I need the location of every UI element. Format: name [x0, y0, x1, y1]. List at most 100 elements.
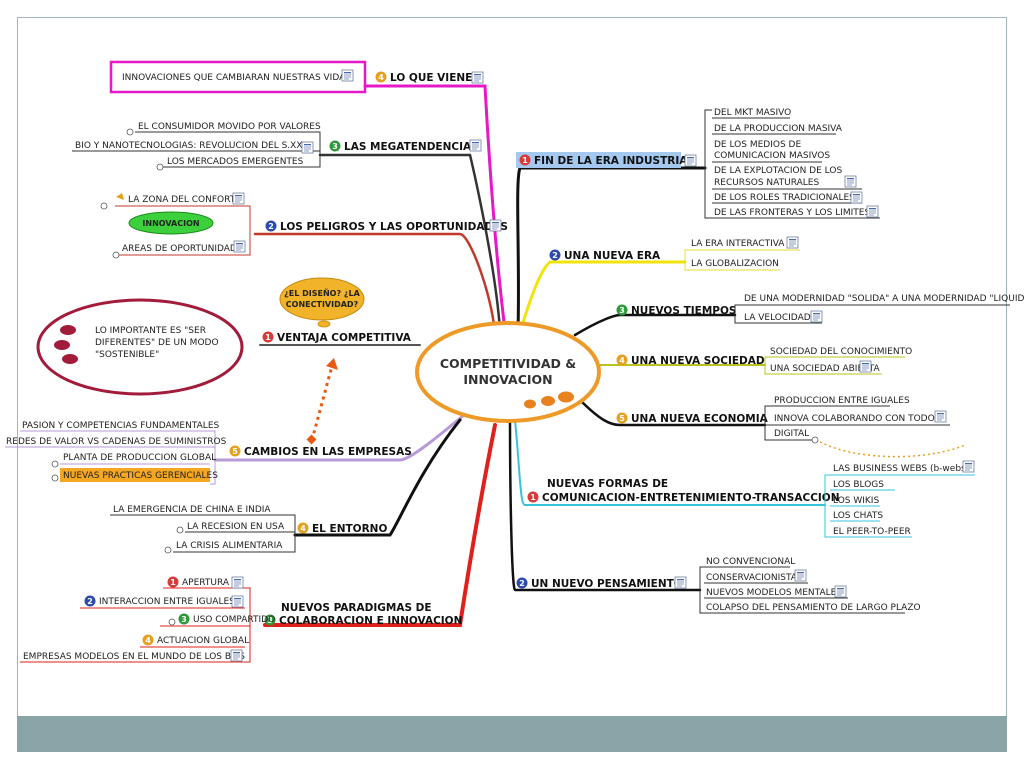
expand-icon[interactable] — [112, 251, 120, 259]
topic-nuevos-tiempos[interactable]: 3 NUEVOS TIEMPOS — [616, 304, 737, 318]
topic-label-line2: COLABORACION E INNOVACION — [279, 615, 462, 627]
note-icon[interactable] — [301, 141, 314, 154]
note-icon[interactable] — [489, 219, 502, 232]
pensamiento-item: COLAPSO DEL PENSAMIENTO DE LARGO PLAZO — [706, 603, 921, 613]
topic-ventaja-competitiva[interactable]: 1 VENTAJA COMPETITIVA — [262, 331, 412, 345]
paradigmas-item: EMPRESAS MODELOS EN EL MUNDO DE LOS BITS — [23, 652, 245, 662]
economia-item: INNOVA COLABORANDO CON TODOS — [774, 414, 941, 424]
topic-nuevas-formas[interactable]: NUEVAS FORMAS DE 1 COMUNICACION-ENTRETEN… — [527, 478, 840, 504]
era-item: LA ERA INTERACTIVA — [691, 239, 785, 249]
note-icon[interactable] — [859, 360, 872, 373]
note-icon[interactable] — [962, 460, 975, 473]
center-title-line2: INNOVACION — [463, 372, 552, 387]
note-icon[interactable] — [230, 649, 243, 662]
topic-nueva-sociedad[interactable]: 4 UNA NUEVA SOCIEDAD — [616, 354, 765, 368]
expand-icon[interactable] — [51, 474, 59, 482]
topic-label: UNA NUEVA ECONOMIA — [631, 413, 769, 425]
expand-icon[interactable] — [156, 163, 164, 171]
note-icon[interactable] — [231, 576, 244, 589]
svg-text:2: 2 — [87, 597, 93, 606]
topic-label: FIN DE LA ERA INDUSTRIAL — [534, 155, 694, 167]
mega-subitems — [72, 131, 321, 168]
arrow-head — [326, 358, 338, 370]
note-icon[interactable] — [231, 595, 244, 608]
topic-label-line2: COMUNICACION-ENTRETENIMIENTO-TRANSACCION — [542, 492, 840, 504]
note-icon[interactable] — [674, 576, 687, 589]
note-icon[interactable] — [834, 585, 847, 598]
topic-label: UN NUEVO PENSAMIENTO — [531, 578, 683, 590]
cambios-item: PLANTA DE PRODUCCION GLOBAL — [63, 453, 216, 463]
note-icon[interactable] — [233, 240, 246, 253]
sociedad-subitems — [764, 356, 905, 375]
topic-nuevos-paradigmas[interactable]: NUEVOS PARADIGMAS DE 3 COLABORACION E IN… — [264, 602, 463, 627]
note-icon[interactable] — [844, 175, 857, 188]
relation-arrow — [310, 365, 334, 441]
formas-item: LOS BLOGS — [833, 480, 884, 490]
note-bubble: LO IMPORTANTE ES "SER DIFERENTES" DE UN … — [36, 298, 244, 396]
svg-text:3: 3 — [332, 142, 338, 151]
note-icon[interactable] — [850, 191, 863, 204]
note-icon[interactable] — [232, 192, 245, 205]
paradigmas-item: ACTUACION GLOBAL — [157, 636, 249, 646]
note-icon[interactable] — [684, 154, 697, 167]
pensamiento-item: CONSERVACIONISTA — [706, 573, 798, 583]
expand-icon[interactable] — [168, 618, 176, 626]
note-icon[interactable] — [810, 310, 823, 323]
highlight — [60, 468, 210, 482]
topic-label: UNA NUEVA SOCIEDAD — [631, 355, 765, 367]
svg-text:4: 4 — [378, 73, 384, 82]
fin-item: RECURSOS NATURALES — [714, 178, 819, 188]
peligros-item: LA ZONA DEL CONFORT — [128, 195, 236, 205]
highlight-box — [109, 60, 367, 94]
topic-label: NUEVOS TIEMPOS — [631, 305, 736, 317]
svg-text:1: 1 — [522, 156, 528, 165]
callout-bubble: ¿EL DISEÑO? ¿LA CONECTIVIDAD? — [279, 277, 365, 328]
economia-item: PRODUCCION ENTRE IGUALES — [774, 396, 910, 406]
fin-item: DE LOS MEDIOS DE — [714, 140, 801, 150]
topic-fin-era-industrial[interactable]: 1 FIN DE LA ERA INDUSTRIAL — [516, 152, 697, 168]
center-topic[interactable]: COMPETITIVIDAD & INNOVACION — [415, 321, 601, 423]
topic-label: CAMBIOS EN LAS EMPRESAS — [244, 446, 412, 458]
sociedad-item: UNA SOCIEDAD ABIERTA — [770, 364, 881, 374]
fin-item: DE LA EXPLOTACION DE LOS — [714, 166, 842, 176]
peligros-item: AREAS DE OPORTUNIDAD — [122, 244, 237, 254]
tiempos-item: DE UNA MODERNIDAD "SOLIDA" A UNA MODERNI… — [744, 294, 1024, 304]
expand-icon[interactable] — [164, 546, 172, 554]
topic-label: VENTAJA COMPETITIVA — [277, 332, 412, 344]
topic-lo-que-viene[interactable]: 4 LO QUE VIENE — [375, 71, 484, 85]
svg-text:4: 4 — [300, 524, 306, 533]
era-item: LA GLOBALIZACION — [691, 259, 779, 269]
topic-el-entorno[interactable]: 4 EL ENTORNO — [297, 522, 388, 536]
note-icon[interactable] — [934, 410, 947, 423]
note-icon[interactable] — [866, 205, 879, 218]
topic-nueva-era[interactable]: 2 UNA NUEVA ERA — [549, 249, 662, 263]
mega-item: EL CONSUMIDOR MOVIDO POR VALORES — [138, 122, 321, 132]
fin-subitems — [704, 109, 880, 219]
note-icon[interactable] — [794, 569, 807, 582]
cambios-item: PASION Y COMPETENCIAS FUNDAMENTALES — [22, 421, 220, 431]
topic-megatendencias[interactable]: 3 LAS MEGATENDENCIAS — [329, 139, 482, 153]
paradigmas-item: USO COMPARTIDO — [193, 615, 275, 625]
fin-item: DE LAS FRONTERAS Y LOS LIMITES — [714, 208, 870, 218]
innovacion-bubble[interactable]: INNOVACION — [128, 211, 214, 235]
expand-icon[interactable] — [126, 128, 134, 136]
topic-peligros-oportunidades[interactable]: 2 LOS PELIGROS Y LAS OPORTUNIDADES — [265, 219, 508, 233]
paradigmas-item: INTERACCION ENTRE IGUALES — [99, 597, 235, 607]
topic-nueva-economia[interactable]: 5 UNA NUEVA ECONOMIA — [616, 412, 769, 426]
svg-text:2: 2 — [552, 251, 558, 260]
topic-cambios-empresas[interactable]: 5 CAMBIOS EN LAS EMPRESAS — [229, 445, 412, 459]
expand-icon[interactable] — [176, 526, 184, 534]
expand-icon[interactable] — [100, 202, 108, 210]
note-icon[interactable] — [786, 236, 799, 249]
cambios-item: NUEVAS PRACTICAS GERENCIALES — [63, 471, 218, 481]
arrow-tail — [306, 434, 317, 445]
note-icon[interactable] — [341, 69, 354, 82]
note-icon[interactable] — [469, 139, 482, 152]
expand-icon[interactable] — [811, 436, 819, 444]
topic-nuevo-pensamiento[interactable]: 2 UN NUEVO PENSAMIENTO — [516, 576, 687, 590]
svg-text:CONECTIVIDAD?: CONECTIVIDAD? — [286, 300, 359, 309]
note-icon[interactable] — [471, 71, 484, 84]
svg-text:4: 4 — [145, 636, 151, 645]
expand-icon[interactable] — [51, 460, 59, 468]
